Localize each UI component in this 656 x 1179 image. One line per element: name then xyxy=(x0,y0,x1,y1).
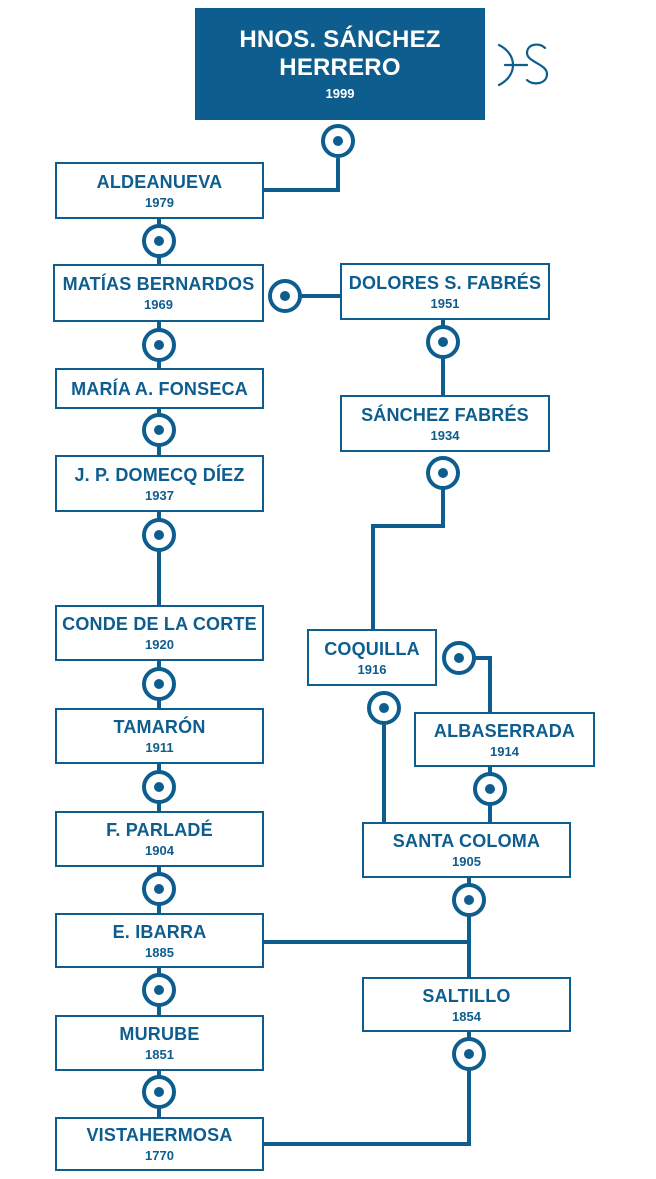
connector-main-aldeanueva xyxy=(262,158,340,192)
node-name: J. P. DOMECQ DÍEZ xyxy=(74,464,245,485)
circle-marker-sanchez xyxy=(426,456,460,490)
circle-marker-fonseca xyxy=(142,413,176,447)
node-year: 1904 xyxy=(145,843,174,858)
circle-marker-conde xyxy=(142,667,176,701)
node-dolores-fabres: DOLORES S. FABRÉS 1951 xyxy=(340,263,550,320)
connector-santacoloma-ibarra xyxy=(262,878,471,944)
circle-marker-aldeanueva xyxy=(142,224,176,258)
node-year: 1885 xyxy=(145,944,174,960)
node-name: DOLORES S. FABRÉS xyxy=(348,272,542,293)
circle-marker-matias-right xyxy=(268,279,302,313)
node-albaserrada: ALBASERRADA 1914 xyxy=(414,712,595,767)
node-year: 1905 xyxy=(452,854,481,869)
node-name: E. IBARRA xyxy=(112,921,207,942)
circle-marker-albaserrada-top xyxy=(442,641,476,675)
node-name: COQUILLA xyxy=(324,638,420,659)
node-ibarra: E. IBARRA 1885 xyxy=(55,913,264,968)
connector-sanchez-coquilla xyxy=(371,473,445,629)
node-name: F. PARLADÉ xyxy=(106,820,213,840)
main-breeder-box: HNOS. SÁNCHEZ HERRERO 1999 xyxy=(195,8,485,120)
node-domecq-diez: J. P. DOMECQ DÍEZ 1937 xyxy=(55,455,264,512)
main-name-line1: HNOS. SÁNCHEZ xyxy=(239,26,441,53)
node-year: 1951 xyxy=(430,295,460,311)
node-name: MATÍAS BERNARDOS xyxy=(62,274,255,294)
node-year: 1969 xyxy=(144,297,173,312)
node-year: 1979 xyxy=(145,194,174,210)
node-murube: MURUBE 1851 xyxy=(55,1015,264,1071)
main-year: 1999 xyxy=(325,86,355,101)
circle-marker-albaserrada xyxy=(473,772,507,806)
node-name: CONDE DE LA CORTE xyxy=(62,614,257,634)
connector-saltillo-vista xyxy=(262,1031,471,1146)
node-year: 1770 xyxy=(145,1148,174,1163)
node-year: 1851 xyxy=(145,1047,174,1062)
circle-marker-main xyxy=(321,124,355,158)
circle-marker-parlade xyxy=(142,872,176,906)
circle-marker-domecq xyxy=(142,518,176,552)
node-name: ALDEANUEVA xyxy=(96,171,223,192)
node-name: MURUBE xyxy=(119,1024,200,1044)
node-maria-fonseca: MARÍA A. FONSECA xyxy=(55,368,264,409)
circle-marker-dolores xyxy=(426,325,460,359)
circle-marker-matias-left xyxy=(142,328,176,362)
node-tamaron: TAMARÓN 1911 xyxy=(55,708,264,764)
node-vistahermosa: VISTAHERMOSA 1770 xyxy=(55,1117,264,1171)
node-name: SANTA COLOMA xyxy=(392,831,541,851)
circle-marker-tamaron xyxy=(142,770,176,804)
node-year: 1916 xyxy=(357,661,387,677)
circle-marker-murube xyxy=(142,1075,176,1109)
node-year: 1937 xyxy=(145,487,174,503)
node-sanchez-fabres: SÁNCHEZ FABRÉS 1934 xyxy=(340,395,550,452)
node-year: 1920 xyxy=(145,637,174,652)
hs-monogram-icon xyxy=(497,43,549,87)
node-name: TAMARÓN xyxy=(113,717,206,737)
node-conde-de-la-corte: CONDE DE LA CORTE 1920 xyxy=(55,605,264,661)
node-year: 1854 xyxy=(452,1008,481,1024)
node-name: VISTAHERMOSA xyxy=(86,1125,233,1145)
main-name-line2: HERRERO xyxy=(279,54,401,81)
circle-marker-saltillo xyxy=(452,1037,486,1071)
node-name: ALBASERRADA xyxy=(433,720,576,741)
node-parlade: F. PARLADÉ 1904 xyxy=(55,811,264,867)
node-name: SALTILLO xyxy=(422,985,511,1006)
node-matias-bernardos: MATÍAS BERNARDOS 1969 xyxy=(53,264,264,322)
node-santa-coloma: SANTA COLOMA 1905 xyxy=(362,822,571,878)
node-aldeanueva: ALDEANUEVA 1979 xyxy=(55,162,264,219)
node-name: SÁNCHEZ FABRÉS xyxy=(361,404,529,425)
circle-marker-ibarra xyxy=(142,973,176,1007)
node-year: 1911 xyxy=(145,740,174,755)
circle-marker-santacoloma xyxy=(452,883,486,917)
node-coquilla: COQUILLA 1916 xyxy=(307,629,437,686)
node-name: MARÍA A. FONSECA xyxy=(71,378,248,399)
circle-marker-coquilla xyxy=(367,691,401,725)
node-year: 1934 xyxy=(430,427,460,443)
node-saltillo: SALTILLO 1854 xyxy=(362,977,571,1032)
node-year: 1914 xyxy=(490,743,519,759)
